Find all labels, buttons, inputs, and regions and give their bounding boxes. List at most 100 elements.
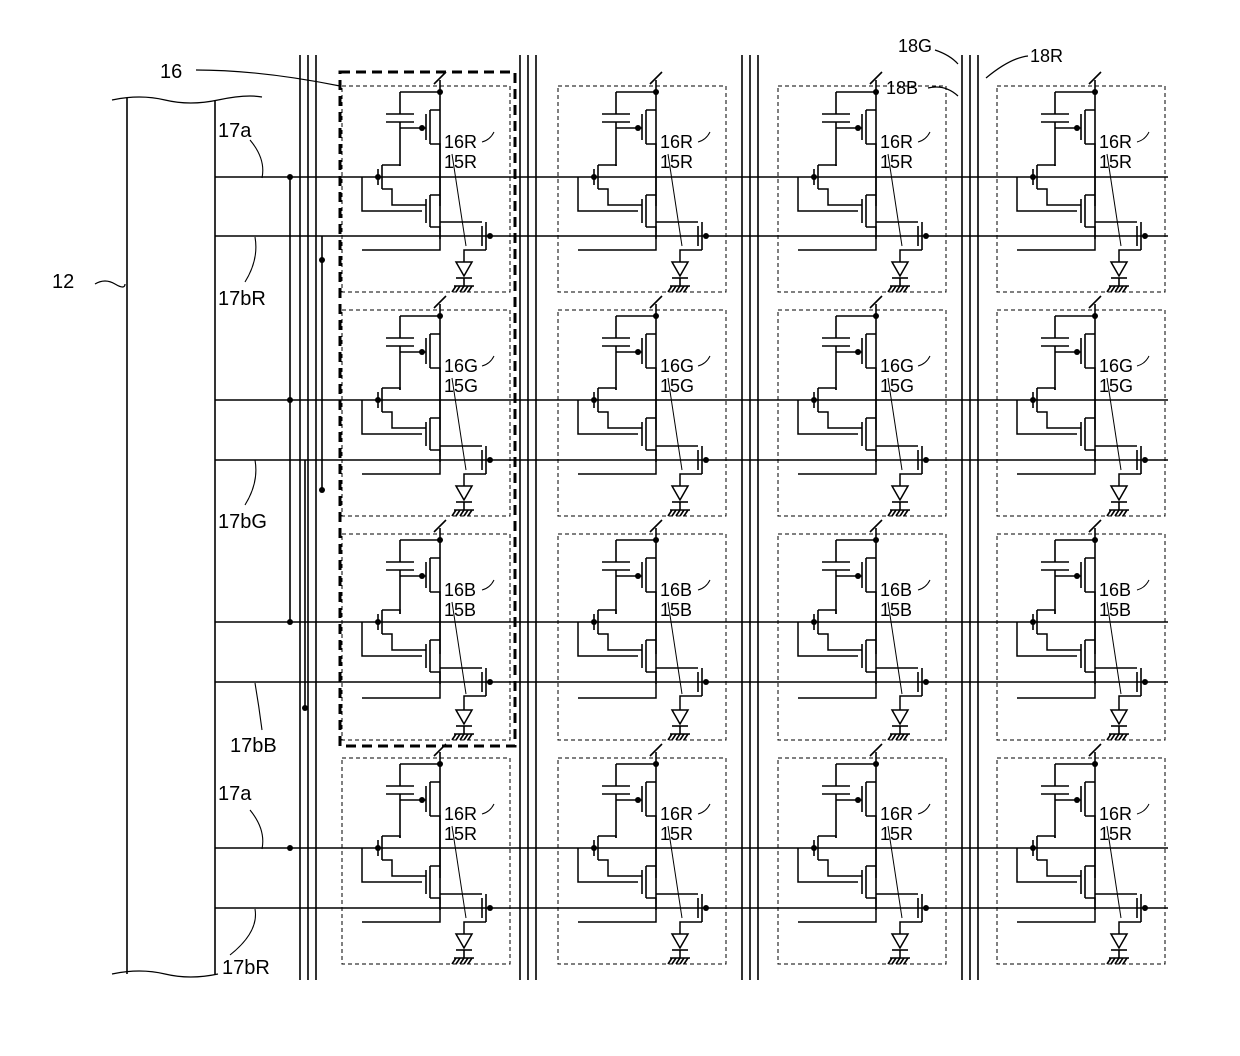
wire	[464, 286, 468, 292]
wire	[900, 958, 904, 964]
wire	[896, 734, 900, 740]
element-label: 15R	[660, 152, 693, 172]
wire	[680, 286, 684, 292]
wire	[646, 592, 656, 654]
wire	[818, 189, 862, 205]
wire	[896, 286, 900, 292]
junction-dot	[591, 619, 597, 625]
element-label: 15R	[444, 152, 477, 172]
junction-dot	[319, 487, 325, 493]
pixel-cell: 16B15B	[558, 520, 726, 740]
wire	[1115, 734, 1119, 740]
pixel-cell: 16G15G	[778, 296, 946, 516]
leader-line	[918, 804, 930, 814]
wire	[672, 510, 676, 516]
wire	[1111, 734, 1115, 740]
pixel-cell: 16G15G	[342, 296, 510, 516]
wire	[1017, 232, 1095, 250]
wire	[456, 510, 460, 516]
leader-line	[935, 50, 958, 64]
junction-dot	[635, 349, 641, 355]
gate-line-17bR-bottom-label: 17bR	[222, 957, 270, 979]
junction-dot	[855, 125, 861, 131]
wire	[896, 510, 900, 516]
wire	[1037, 412, 1081, 428]
junction-dot	[923, 679, 929, 685]
wire	[456, 958, 460, 964]
junction-dot	[419, 797, 425, 803]
wire	[1119, 286, 1123, 292]
wire	[900, 250, 922, 262]
junction-dot	[923, 457, 929, 463]
wire	[382, 634, 426, 650]
circuit-label: 16R	[880, 132, 913, 152]
leader-line	[245, 460, 256, 505]
wire	[668, 958, 672, 964]
wire	[680, 696, 702, 710]
junction-dot	[375, 845, 381, 851]
wire	[818, 634, 862, 650]
wire	[892, 510, 896, 516]
wire	[598, 388, 616, 390]
el-diode	[1111, 710, 1127, 724]
leader-line	[1137, 804, 1149, 814]
wire	[1119, 696, 1141, 710]
wire	[382, 189, 426, 205]
wire	[598, 836, 616, 838]
el-diode	[1111, 486, 1127, 500]
wire	[464, 922, 486, 934]
wire	[456, 734, 460, 740]
unit-label: 16	[160, 61, 182, 83]
circuit-label: 16R	[1099, 132, 1132, 152]
wire	[1119, 958, 1123, 964]
wire	[900, 510, 904, 516]
el-diode	[456, 710, 472, 724]
wire	[598, 634, 642, 650]
junction-dot	[923, 233, 929, 239]
junction-dot	[487, 905, 493, 911]
element-label: 15R	[1099, 152, 1132, 172]
wire	[1085, 144, 1095, 206]
junction-dot	[635, 573, 641, 579]
circuit-label: 16G	[880, 356, 914, 376]
leader-line	[196, 70, 340, 86]
wire	[452, 510, 456, 516]
wire	[464, 958, 468, 964]
circuit-label: 16B	[880, 580, 912, 600]
pixel-cell: 16R15R	[342, 744, 510, 964]
gate-line-17bR-top-label: 17bR	[218, 288, 266, 310]
break-mark	[112, 96, 262, 103]
pixel-cell: 16R15R	[342, 72, 510, 292]
wire	[818, 165, 836, 166]
pixel-cells: 16R15R16R15R16R15R16R15R16G15G16G15G16G1…	[342, 72, 1165, 964]
wire	[452, 734, 456, 740]
wire	[1085, 227, 1095, 239]
pixel-cell: 16B15B	[778, 520, 946, 740]
wire	[818, 412, 862, 428]
panel-label: 12	[52, 271, 74, 293]
circuit-label: 16R	[444, 804, 477, 824]
wire	[866, 144, 876, 206]
junction-dot	[375, 397, 381, 403]
junction-dot	[1030, 619, 1036, 625]
junction-dot	[419, 573, 425, 579]
element-label: 15G	[1099, 376, 1133, 396]
junction-dot	[1142, 905, 1148, 911]
wire	[1037, 634, 1081, 650]
circuit-label: 16G	[444, 356, 478, 376]
wire	[1115, 286, 1119, 292]
wire	[598, 860, 642, 876]
gate-line-17a-bottom-label: 17a	[218, 783, 252, 805]
wire	[1037, 836, 1055, 838]
wire	[680, 734, 684, 740]
wire	[680, 510, 684, 516]
el-diode	[1111, 934, 1127, 948]
wire	[818, 388, 836, 390]
wire	[896, 958, 900, 964]
el-diode	[672, 710, 688, 724]
leader-line	[698, 804, 710, 814]
junction-dot	[703, 679, 709, 685]
wire	[684, 286, 688, 292]
wire	[668, 734, 672, 740]
wire	[1111, 510, 1115, 516]
